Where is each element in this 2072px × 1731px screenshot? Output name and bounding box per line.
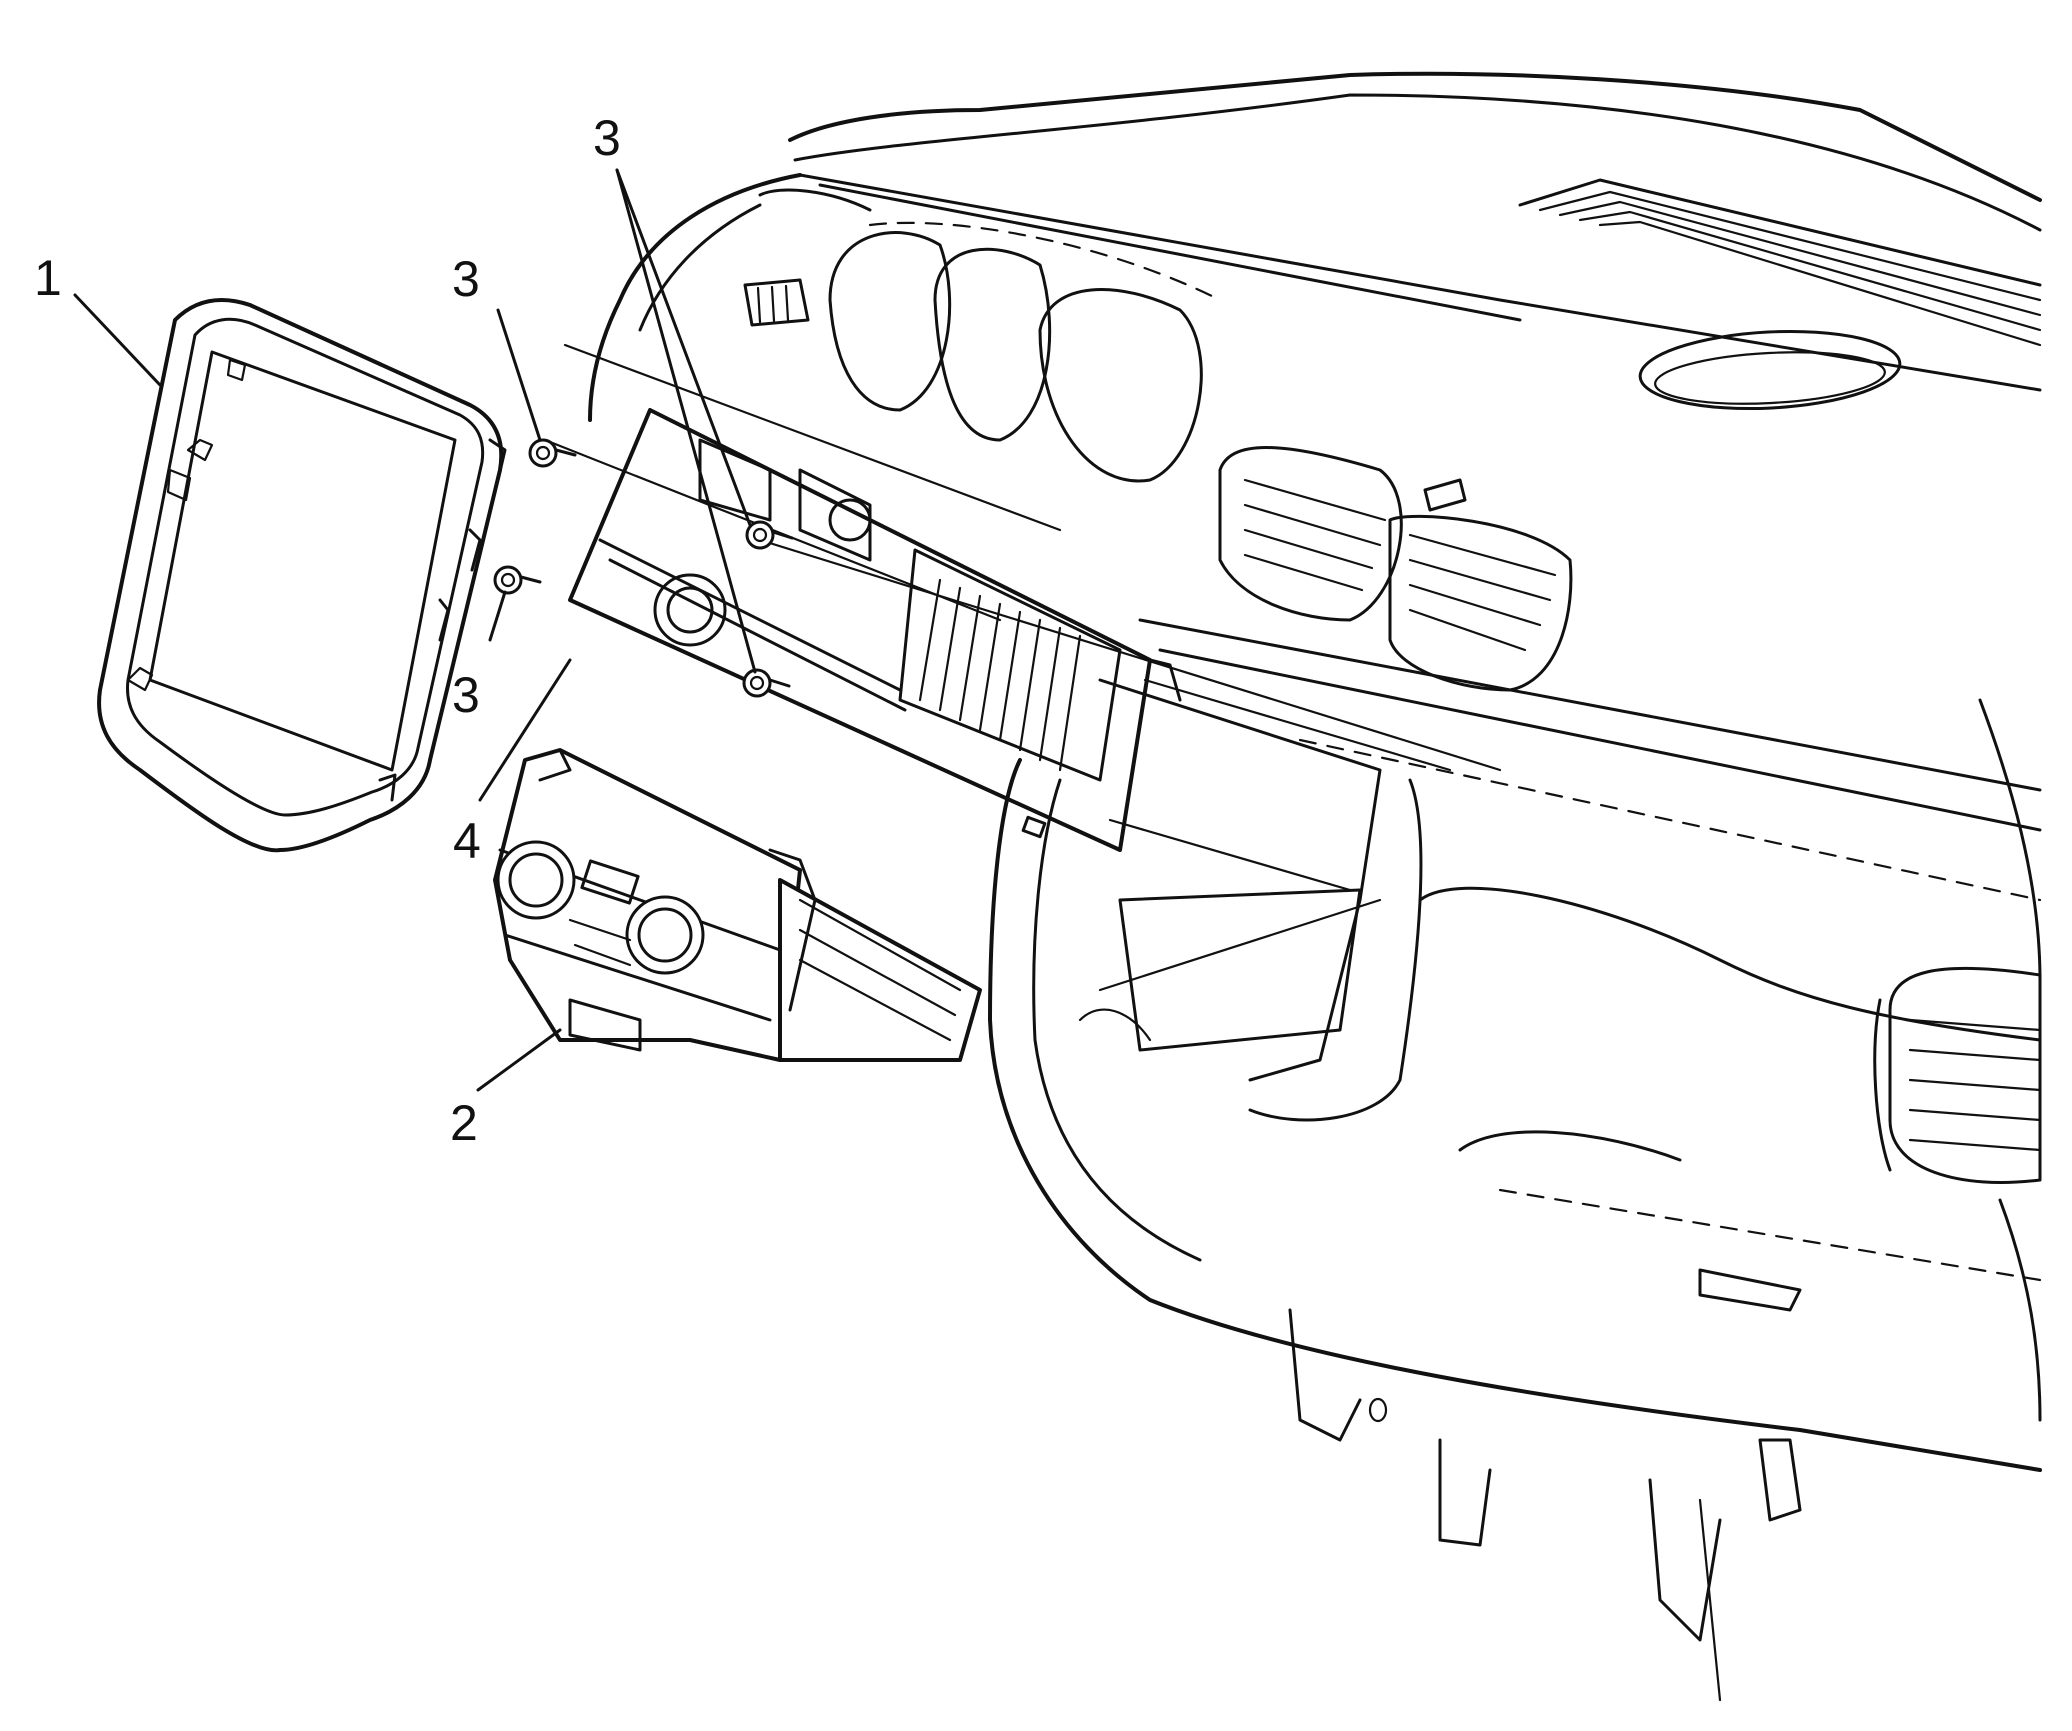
trim-bezel: [97, 298, 507, 853]
callout-3-left-lower: 3: [452, 667, 480, 723]
leader-3c-lower: [615, 168, 757, 674]
callout-3-left-upper: 3: [452, 251, 480, 307]
callout-3-top: 3: [593, 110, 621, 166]
leader-1: [73, 293, 162, 387]
radio-bracket: [568, 408, 1182, 852]
callout-labels: 1 2 3 3 3 4: [34, 110, 621, 1151]
callout-2: 2: [450, 1095, 478, 1151]
leader-3c-upper: [615, 168, 752, 527]
screw-lower-right: [742, 668, 791, 698]
leader-3a: [496, 308, 542, 442]
callout-4: 4: [453, 813, 481, 869]
hvac-control-module: [493, 748, 982, 1062]
callout-1: 1: [34, 250, 62, 306]
leader-4: [478, 658, 572, 802]
screw-lower-left: [493, 565, 542, 595]
fasteners: [493, 438, 794, 698]
screw-upper-right: [745, 520, 794, 550]
leader-3b: [488, 590, 507, 642]
instrument-panel: [588, 71, 2042, 1702]
leader-lines: [73, 168, 757, 1092]
screw-upper-left: [528, 438, 577, 468]
leader-2: [476, 1028, 562, 1092]
